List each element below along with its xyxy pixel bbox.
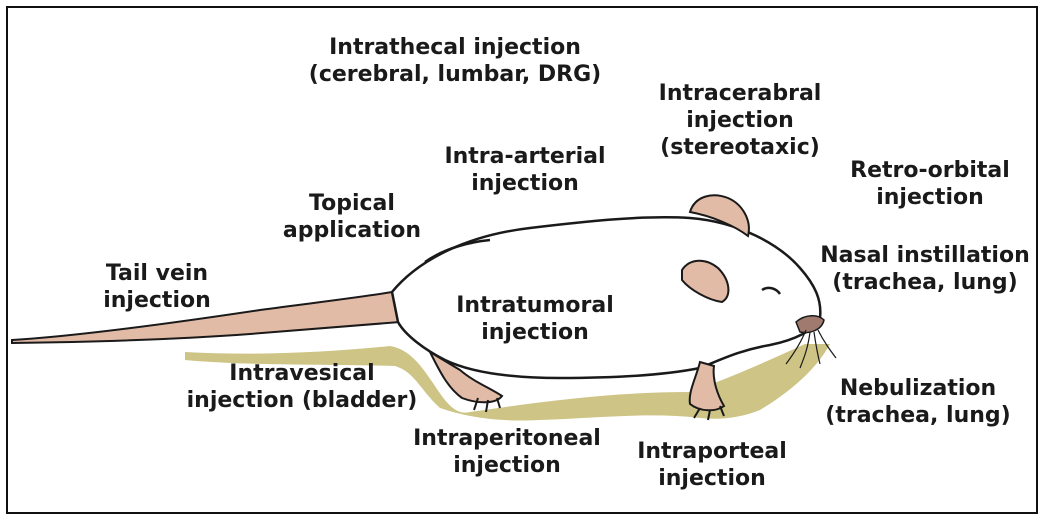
- label-retro-orbital: Retro-orbital injection: [830, 157, 1030, 211]
- label-intraporteal: Intraporteal injection: [612, 438, 812, 492]
- label-topical: Topical application: [272, 190, 432, 244]
- label-nasal: Nasal instillation (trachea, lung): [810, 242, 1040, 296]
- label-intracerebral: Intracerabral injection (stereotaxic): [640, 80, 840, 161]
- mouse-nose: [796, 316, 824, 333]
- label-intrathecal: Intrathecal injection (cerebral, lumbar,…: [290, 34, 620, 88]
- label-tail-vein: Tail vein injection: [92, 260, 222, 314]
- label-intraperitoneal: Intraperitoneal injection: [392, 425, 622, 479]
- label-intra-arterial: Intra-arterial injection: [425, 143, 625, 197]
- label-intratumoral: Intratumoral injection: [440, 292, 630, 346]
- label-nebulization: Nebulization (trachea, lung): [808, 375, 1028, 429]
- label-intravesical: Intravesical injection (bladder): [172, 360, 432, 414]
